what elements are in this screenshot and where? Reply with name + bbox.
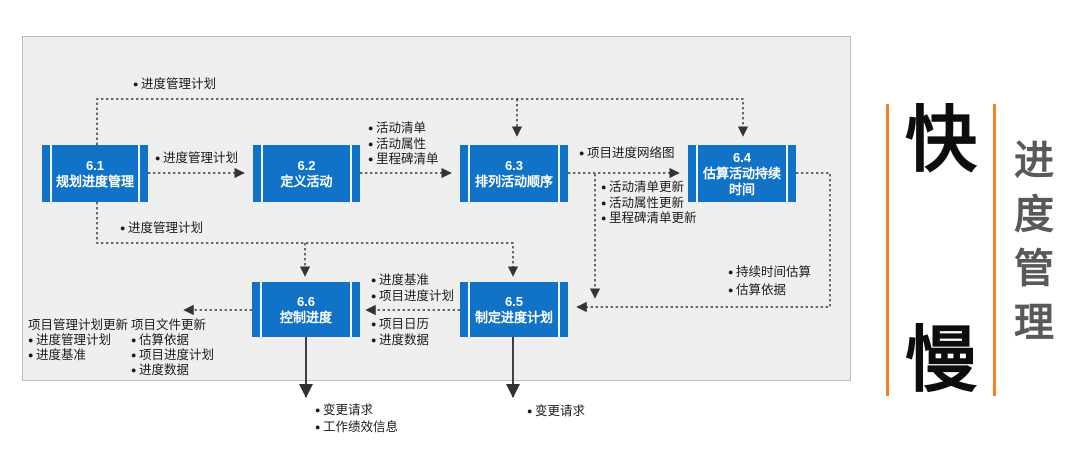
- diagram-panel: [22, 36, 851, 381]
- fast-character: 快: [904, 98, 977, 182]
- note-line: 进度数据: [371, 333, 429, 349]
- note-heading: 项目管理计划更新: [28, 318, 129, 332]
- process-name: 控制进度: [279, 309, 332, 325]
- note-line: 进度管理计划: [155, 151, 238, 167]
- process-id: 6.5: [504, 293, 524, 309]
- note-line: 工作绩效信息: [315, 419, 398, 436]
- process-id: 6.4: [732, 149, 752, 165]
- process-box-6-1: 6.1 规划进度管理: [42, 145, 148, 202]
- process-name: 估算活动持续时间: [702, 165, 781, 197]
- note-line: 活动清单: [368, 121, 438, 137]
- process-box-6-2: 6.2 定义活动: [253, 145, 360, 202]
- note-output-63: 项目进度网络图: [579, 146, 675, 162]
- note-line: 里程碑清单: [368, 152, 439, 168]
- note-line: 里程碑清单更新: [601, 211, 697, 227]
- note-inputs-66-upper: 进度基准 项目进度计划: [371, 273, 454, 304]
- note-line: 进度基准: [371, 273, 454, 289]
- note-line: 进度数据: [131, 363, 214, 378]
- note-updates-63: 活动清单更新 活动属性更新 里程碑清单更新: [601, 180, 697, 227]
- process-id: 6.1: [85, 157, 105, 173]
- note-plan-bottom: 进度管理计划: [120, 221, 203, 237]
- note-line: 进度管理计划: [133, 77, 216, 93]
- vertical-title-schedule-management: 进度管理: [1014, 139, 1054, 345]
- note-plan-61-62: 进度管理计划: [155, 151, 238, 167]
- note-outputs-66: 变更请求 工作绩效信息: [315, 402, 398, 436]
- process-name: 规划进度管理: [55, 173, 134, 189]
- note-outputs-64: 持续时间估算 估算依据: [728, 263, 811, 299]
- note-line: 估算依据: [131, 333, 214, 348]
- fast-slow-banner: 快 慢: [886, 104, 996, 396]
- note-pm-plan-updates: 项目管理计划更新 进度管理计划 进度基准: [28, 318, 128, 363]
- process-box-6-3: 6.3 排列活动顺序: [460, 145, 568, 202]
- process-id: 6.2: [297, 157, 316, 173]
- process-name: 制定进度计划: [474, 309, 553, 325]
- process-box-6-4: 6.4 估算活动持续时间: [688, 145, 796, 202]
- note-line: 项目进度计划: [371, 289, 454, 305]
- note-line: 进度基准: [28, 348, 128, 363]
- note-outputs-62: 活动清单 活动属性 里程碑清单: [368, 121, 439, 168]
- note-line: 活动属性更新: [601, 196, 696, 212]
- note-top-plan: 进度管理计划: [133, 77, 216, 93]
- note-line: 项目进度网络图: [579, 146, 675, 162]
- process-id: 6.3: [504, 157, 524, 173]
- slow-character: 慢: [904, 318, 977, 402]
- note-line: 活动属性: [368, 137, 438, 153]
- note-line: 持续时间估算: [728, 263, 811, 281]
- note-heading: 项目文件更新: [131, 318, 207, 332]
- note-line: 活动清单更新: [601, 180, 696, 196]
- note-line: 变更请求: [527, 404, 585, 420]
- process-name: 排列活动顺序: [474, 173, 553, 189]
- note-outputs-65: 变更请求: [527, 404, 585, 420]
- note-line: 变更请求: [315, 402, 398, 419]
- note-line: 项目日历: [371, 317, 429, 333]
- process-box-6-5: 6.5 制定进度计划: [460, 282, 568, 337]
- flow-64-to-65-loop: [576, 172, 831, 313]
- flow-61-to-65-bottom: [96, 202, 519, 277]
- note-line: 进度管理计划: [28, 333, 128, 348]
- note-doc-updates: 项目文件更新 估算依据 项目进度计划 进度数据: [131, 318, 214, 378]
- process-id: 6.6: [296, 293, 316, 309]
- process-name: 定义活动: [280, 173, 333, 189]
- note-line: 进度管理计划: [120, 221, 203, 237]
- note-inputs-66-lower: 项目日历 进度数据: [371, 317, 429, 348]
- process-box-6-6: 6.6 控制进度: [252, 282, 360, 337]
- note-line: 项目进度计划: [131, 348, 214, 363]
- note-line: 估算依据: [728, 281, 811, 299]
- flow-61-to-64-top: [96, 98, 749, 145]
